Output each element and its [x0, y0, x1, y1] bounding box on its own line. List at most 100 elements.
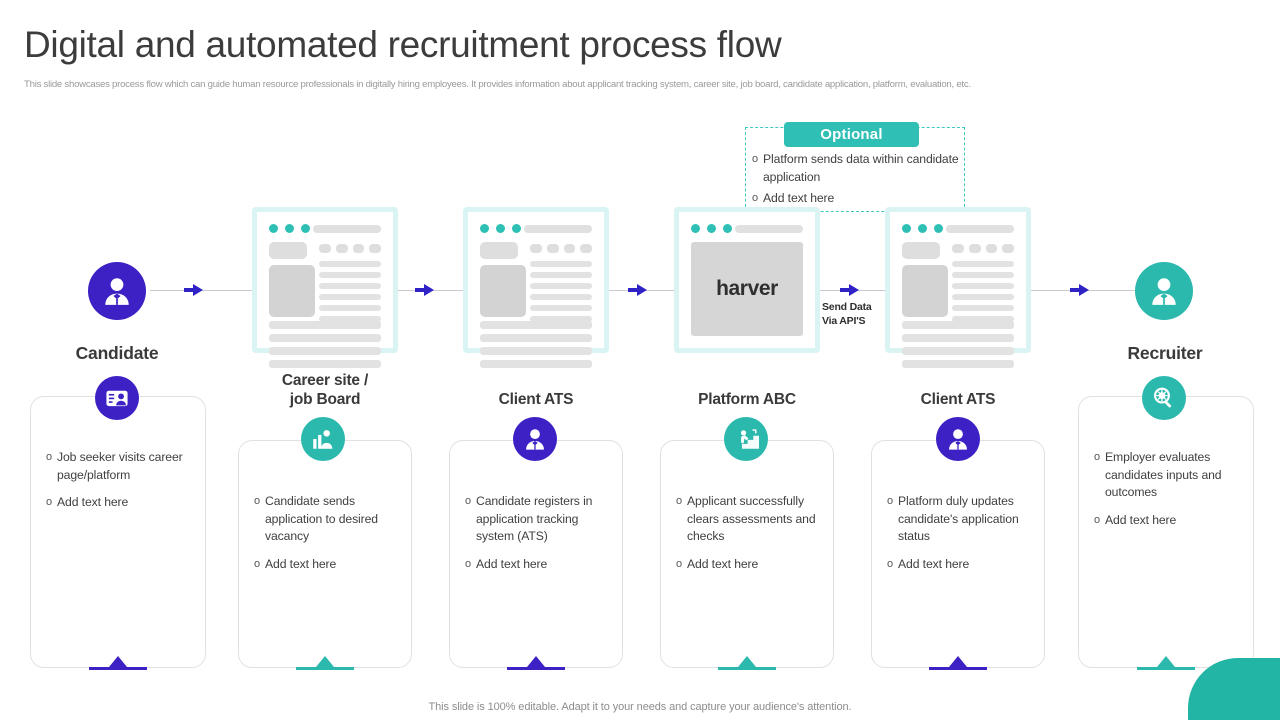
image-placeholder — [269, 265, 315, 317]
person-avatar-icon — [949, 429, 967, 450]
stage-3-bullet-0: Platform duly updates candidate's applic… — [898, 494, 1019, 543]
platform-abc-card-icon — [724, 417, 768, 461]
footer-note: This slide is 100% editable. Adapt it to… — [428, 701, 852, 713]
optional-bullet-1: Add text here — [763, 191, 835, 205]
candidate-label: Candidate — [75, 343, 159, 363]
logo-placeholder — [902, 242, 940, 259]
card-career-site[interactable]: o Candidate sends application to desired… — [238, 440, 412, 670]
card-accent-triangle-icon — [1157, 656, 1175, 667]
card-client-ats-1[interactable]: o Candidate registers in application tra… — [449, 440, 623, 670]
stage-title-career-site: Career site / job Board — [248, 371, 402, 409]
platform-screen: harver — [691, 242, 803, 336]
card-accent-bar — [1137, 667, 1195, 670]
bullet-marker-icon: o — [1094, 451, 1101, 463]
candidate-avatar — [88, 262, 146, 320]
browser-window-career-site[interactable] — [252, 207, 398, 368]
list-item: o Platform duly updates candidate's appl… — [887, 493, 1032, 546]
flow-arrow-3-icon — [628, 282, 648, 298]
page-subtitle: This slide showcases process flow which … — [24, 79, 971, 90]
list-item: o Add text here — [46, 494, 193, 512]
chart-person-icon — [313, 430, 333, 449]
api-note: Send Data Via API'S — [822, 300, 872, 328]
stage-1-bullet-1: Add text here — [476, 556, 548, 571]
client-ats-2-card-icon — [936, 417, 980, 461]
card-accent-triangle-icon — [949, 656, 967, 667]
stage-title-client-ats-1: Client ATS — [498, 391, 574, 408]
bullet-marker-icon: o — [1094, 513, 1101, 526]
stage-title-client-ats-2: Client ATS — [920, 391, 996, 408]
bullet-marker-icon: o — [46, 496, 53, 508]
card-accent-bar — [718, 667, 776, 670]
list-item: o Platform sends data within candidate a… — [752, 151, 962, 186]
window-content: harver — [683, 216, 811, 344]
flow-arrow-5-icon — [1070, 282, 1090, 298]
magnifier-gear-icon — [1154, 387, 1172, 408]
connector-line-1 — [150, 290, 258, 291]
candidate-bullet-0: Job seeker visits career page/platform — [57, 450, 183, 482]
list-item: o Job seeker visits career page/platform — [46, 449, 193, 484]
address-bar — [524, 225, 592, 233]
card-accent-triangle-icon — [316, 656, 334, 667]
bullet-marker-icon: o — [752, 192, 759, 204]
platform-brand-label: harver — [716, 277, 778, 300]
card-accent-bar — [929, 667, 987, 670]
stage-title-line1: Career site / — [281, 372, 369, 389]
logo-placeholder — [269, 242, 307, 259]
card-body: o Applicant successfully clears assessme… — [676, 493, 821, 577]
text-lines-bottom — [269, 321, 381, 373]
recruiter-bullet-1: Add text here — [1105, 512, 1177, 527]
card-client-ats-2[interactable]: o Platform duly updates candidate's appl… — [871, 440, 1045, 670]
window-dots-icon — [480, 224, 521, 233]
window-content — [472, 216, 600, 368]
text-lines-bottom — [902, 321, 1014, 373]
card-accent-triangle-icon — [109, 656, 127, 667]
card-accent-bar — [296, 667, 354, 670]
card-accent-triangle-icon — [527, 656, 545, 667]
card-body: o Platform duly updates candidate's appl… — [887, 493, 1032, 577]
card-body: o Candidate sends application to desired… — [254, 493, 399, 577]
card-accent-triangle-icon — [738, 656, 756, 667]
list-item: o Employer evaluates candidates inputs a… — [1094, 449, 1241, 502]
bullet-marker-icon: o — [676, 495, 683, 507]
stairs-climb-icon — [736, 429, 759, 449]
address-bar — [735, 225, 803, 233]
window-dots-icon — [902, 224, 943, 233]
image-placeholder — [480, 265, 526, 317]
card-body: o Candidate registers in application tra… — [465, 493, 610, 577]
list-item: o Add text here — [676, 556, 821, 574]
list-item: o Candidate sends application to desired… — [254, 493, 399, 546]
stage-0-bullet-0: Candidate sends application to desired v… — [265, 494, 378, 543]
card-recruiter[interactable]: o Employer evaluates candidates inputs a… — [1078, 396, 1254, 670]
bullet-marker-icon: o — [887, 557, 894, 570]
flow-arrow-4-icon — [840, 282, 860, 298]
card-platform-abc[interactable]: o Applicant successfully clears assessme… — [660, 440, 834, 670]
bullet-marker-icon: o — [752, 153, 759, 165]
text-lines-bottom — [480, 321, 592, 373]
person-avatar-icon — [1152, 278, 1176, 305]
bullet-marker-icon: o — [254, 557, 261, 570]
bullet-marker-icon: o — [254, 495, 261, 507]
bullet-marker-icon: o — [676, 557, 683, 570]
nav-chips — [530, 244, 592, 253]
stage-1-bullet-0: Candidate registers in application track… — [476, 494, 593, 543]
stage-0-bullet-1: Add text here — [265, 556, 337, 571]
nav-chips — [319, 244, 381, 253]
api-note-line2: Via API'S — [822, 315, 866, 327]
logo-placeholder — [480, 242, 518, 259]
optional-bullet-list: o Platform sends data within candidate a… — [752, 151, 962, 212]
candidate-bullet-1: Add text here — [57, 495, 129, 509]
career-site-card-icon — [301, 417, 345, 461]
card-candidate[interactable]: o Job seeker visits career page/platform… — [30, 396, 206, 670]
window-dots-icon — [691, 224, 732, 233]
recruiter-card-icon — [1142, 376, 1186, 420]
image-placeholder — [902, 265, 948, 317]
list-item: o Add text here — [752, 190, 962, 208]
window-dots-icon — [269, 224, 310, 233]
list-item: o Candidate registers in application tra… — [465, 493, 610, 546]
browser-window-platform-abc[interactable]: harver — [674, 207, 820, 353]
stage-title-platform-abc: Platform ABC — [698, 391, 796, 408]
browser-window-client-ats-2[interactable] — [885, 207, 1031, 368]
text-lines-right — [530, 261, 592, 327]
browser-window-client-ats-1[interactable] — [463, 207, 609, 368]
